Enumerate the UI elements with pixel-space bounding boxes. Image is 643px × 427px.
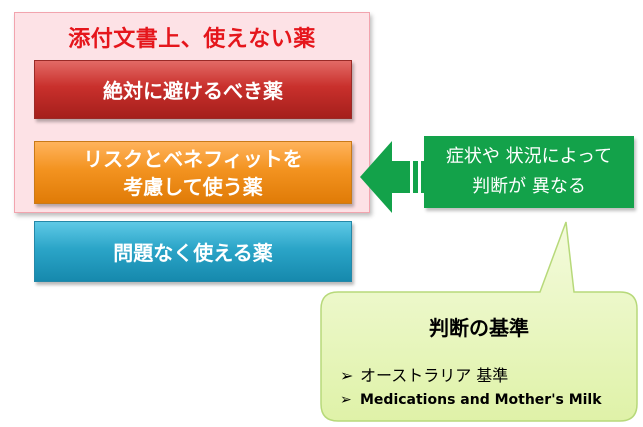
criteria-title: 判断の基準: [429, 316, 529, 340]
risk-benefit-label-line2: 考慮して使う薬: [123, 174, 263, 199]
criteria-item-label: オーストラリア 基準: [360, 366, 509, 385]
contraindicated-group-title: 添付文書上、使えない薬: [68, 27, 316, 52]
case-dependent-box: 症状や 状況によって 判断が 異なる: [424, 136, 634, 208]
avoid-drugs-label: 絶対に避けるべき薬: [103, 79, 283, 103]
left-arrow-icon: [360, 141, 429, 213]
risk-benefit-drugs-bar: リスクとベネフィットを 考慮して使う薬: [34, 141, 352, 204]
safe-drugs-bar: 問題なく使える薬: [34, 221, 352, 282]
risk-benefit-label-line1: リスクとベネフィットを: [83, 146, 303, 171]
safe-drugs-label: 問題なく使える薬: [113, 241, 273, 265]
criteria-item-label: Medications and Mother's Milk: [360, 392, 602, 408]
criteria-item: ➢ オーストラリア 基準: [340, 362, 508, 386]
criteria-item: ➢ Medications and Mother's Milk: [340, 392, 602, 408]
case-dependent-line1: 症状や 状況によって: [445, 146, 613, 167]
avoid-drugs-bar: 絶対に避けるべき薬: [34, 60, 352, 119]
bullet-arrow-icon: ➢: [340, 366, 354, 385]
bullet-arrow-icon: ➢: [340, 392, 352, 408]
case-dependent-line2: 判断が 異なる: [472, 176, 586, 197]
